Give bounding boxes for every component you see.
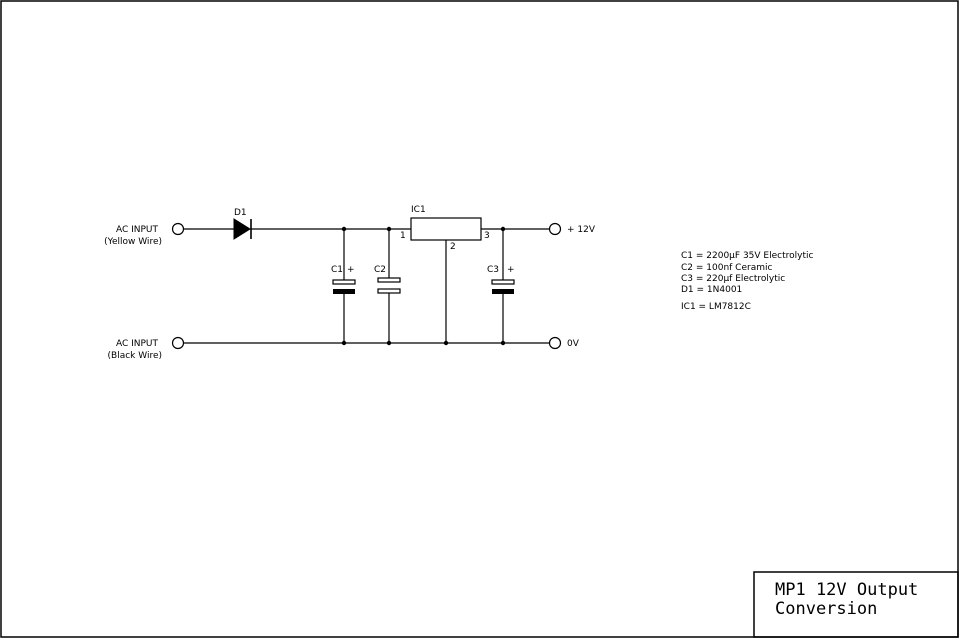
label-ic1-pin2: 2 bbox=[450, 242, 456, 252]
label-ac-input-yellow-2: (Yellow Wire) bbox=[104, 237, 162, 247]
diode-d1-body bbox=[233, 218, 251, 240]
label-d1: D1 bbox=[234, 208, 247, 218]
terminal-out-12v bbox=[548, 222, 562, 236]
parts-list-item: D1 = 1N4001 bbox=[681, 285, 742, 295]
terminal-out-0v bbox=[548, 336, 562, 350]
parts-list-item: IC1 = LM7812C bbox=[681, 302, 751, 312]
junction-c1-bottom bbox=[341, 340, 347, 346]
junctions bbox=[341, 226, 506, 346]
capacitor-c2: C2 bbox=[374, 265, 401, 294]
label-ic1-pin3: 3 bbox=[484, 231, 490, 241]
capacitor-c1-negative-plate bbox=[333, 289, 355, 294]
label-ic1: IC1 bbox=[411, 205, 426, 215]
capacitor-c3-negative-plate bbox=[492, 289, 514, 294]
capacitor-c3-positive-plate bbox=[491, 279, 515, 285]
junction-c3-bottom bbox=[500, 340, 506, 346]
label-c1-plus: + bbox=[347, 265, 355, 275]
title-line-2: Conversion bbox=[775, 599, 877, 619]
label-c2: C2 bbox=[374, 265, 386, 275]
label-ac-input-yellow-1: AC INPUT bbox=[116, 225, 159, 235]
junction-c1-top bbox=[341, 226, 347, 232]
parts-list-item: C1 = 2200µF 35V Electrolytic bbox=[681, 251, 813, 261]
label-ac-input-black-2: (Black Wire) bbox=[108, 351, 162, 361]
capacitor-c2-plate-bottom bbox=[377, 288, 401, 294]
label-out-12v: + 12V bbox=[567, 225, 596, 235]
junction-ic-bottom bbox=[443, 340, 449, 346]
capacitor-c1-positive-plate bbox=[332, 279, 356, 285]
label-c3: C3 bbox=[487, 265, 499, 275]
label-out-0v: 0V bbox=[567, 339, 580, 349]
label-c3-plus: + bbox=[507, 265, 515, 275]
regulator-ic1: IC1 1 3 2 bbox=[400, 205, 490, 252]
terminal-ac-input-yellow bbox=[171, 222, 185, 236]
junction-c2-top bbox=[386, 226, 392, 232]
junction-c2-bottom bbox=[386, 340, 392, 346]
title-block-frame bbox=[753, 571, 959, 638]
terminals bbox=[171, 222, 562, 350]
parts-list-item: C3 = 220µf Electrolytic bbox=[681, 274, 785, 284]
parts-list-item: C2 = 100nf Ceramic bbox=[681, 263, 772, 273]
label-c1: C1 bbox=[331, 265, 343, 275]
title-line-1: MP1 12V Output bbox=[775, 580, 918, 600]
capacitor-c3: C3 + bbox=[487, 265, 515, 294]
capacitor-c1: C1 + bbox=[331, 265, 356, 294]
terminal-ac-input-black bbox=[171, 336, 185, 350]
regulator-ic1-body bbox=[410, 217, 482, 241]
parts-list: C1 = 2200µF 35V Electrolytic C2 = 100nf … bbox=[681, 251, 813, 312]
label-ic1-pin1: 1 bbox=[400, 231, 406, 241]
junction-c3-top bbox=[500, 226, 506, 232]
label-ac-input-black-1: AC INPUT bbox=[116, 339, 159, 349]
diode-d1: D1 bbox=[233, 208, 252, 240]
capacitor-c2-plate-top bbox=[377, 277, 401, 283]
title-block: MP1 12V Output Conversion bbox=[753, 571, 959, 638]
wires bbox=[184, 228, 549, 344]
